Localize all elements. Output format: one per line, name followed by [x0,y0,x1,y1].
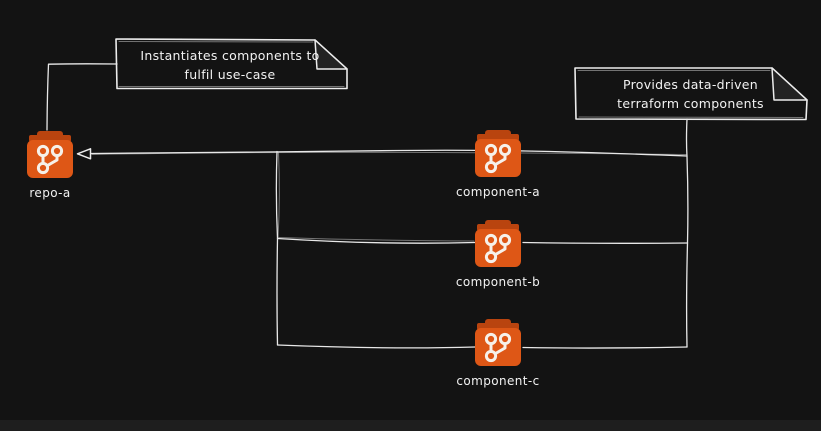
node-label-repo-a: repo-a [29,186,71,200]
git-branch-icon [484,233,512,264]
edge-components-to-repo-a-sketch [91,151,688,155]
brick-lid [477,134,519,141]
brick-tab [485,220,511,226]
edge-component-b-left[interactable] [276,237,476,244]
note-provides[interactable]: Provides data-driven terraform component… [577,72,804,116]
node-label-component-b: component-b [455,275,541,289]
node-body [27,140,73,178]
note-line: Instantiates components to [140,48,320,63]
brick-lid [477,224,519,231]
edge-component-b-left-sketch [278,237,475,242]
arrowhead [76,148,92,160]
node-component-c[interactable]: component-c [456,319,539,388]
window-bottom-edge [0,420,821,431]
brick-lid [477,323,519,330]
brick-lid [29,135,71,142]
edge-note-instantiates-to-repo-a[interactable] [46,63,118,131]
node-label-component-a: component-a [456,185,540,199]
node-body [475,229,521,267]
git-branch-icon [36,144,64,175]
note-provides-fold-corner [771,67,808,101]
node-body [475,139,521,177]
brick-tab [37,131,63,137]
edge-left-trunk-sketch [277,152,280,239]
note-line: Provides data-driven [622,77,759,92]
git-branch-icon [484,332,512,363]
note-provides-sketch-stroke [577,70,804,118]
note-instantiates[interactable]: Instantiates components to fulfil use-ca… [117,43,343,87]
edge-components-to-repo-a[interactable] [90,149,688,157]
node-component-b[interactable]: component-b [456,220,540,289]
note-instantiates-outline[interactable] [115,38,348,90]
brick-tab [485,130,511,136]
note-instantiates-sketch-stroke [118,41,345,87]
note-instantiates-fold-corner [314,39,348,70]
brick-tab [485,319,511,325]
node-repo-a[interactable]: repo-a [27,131,73,200]
node-component-a[interactable]: component-a [456,130,540,199]
git-branch-icon [484,143,512,174]
note-provides-outline[interactable] [574,67,808,121]
node-body [475,328,521,366]
edge-component-c-right[interactable] [522,346,688,349]
node-label-component-c: component-c [456,374,540,388]
edge-component-b-right[interactable] [522,241,689,244]
edge-left-trunk[interactable] [275,150,279,346]
edge-right-trunk[interactable] [685,118,689,348]
edge-component-c-left[interactable] [276,344,476,349]
note-line: terraform components [617,96,764,111]
note-line: fulfil use-case [184,67,276,82]
